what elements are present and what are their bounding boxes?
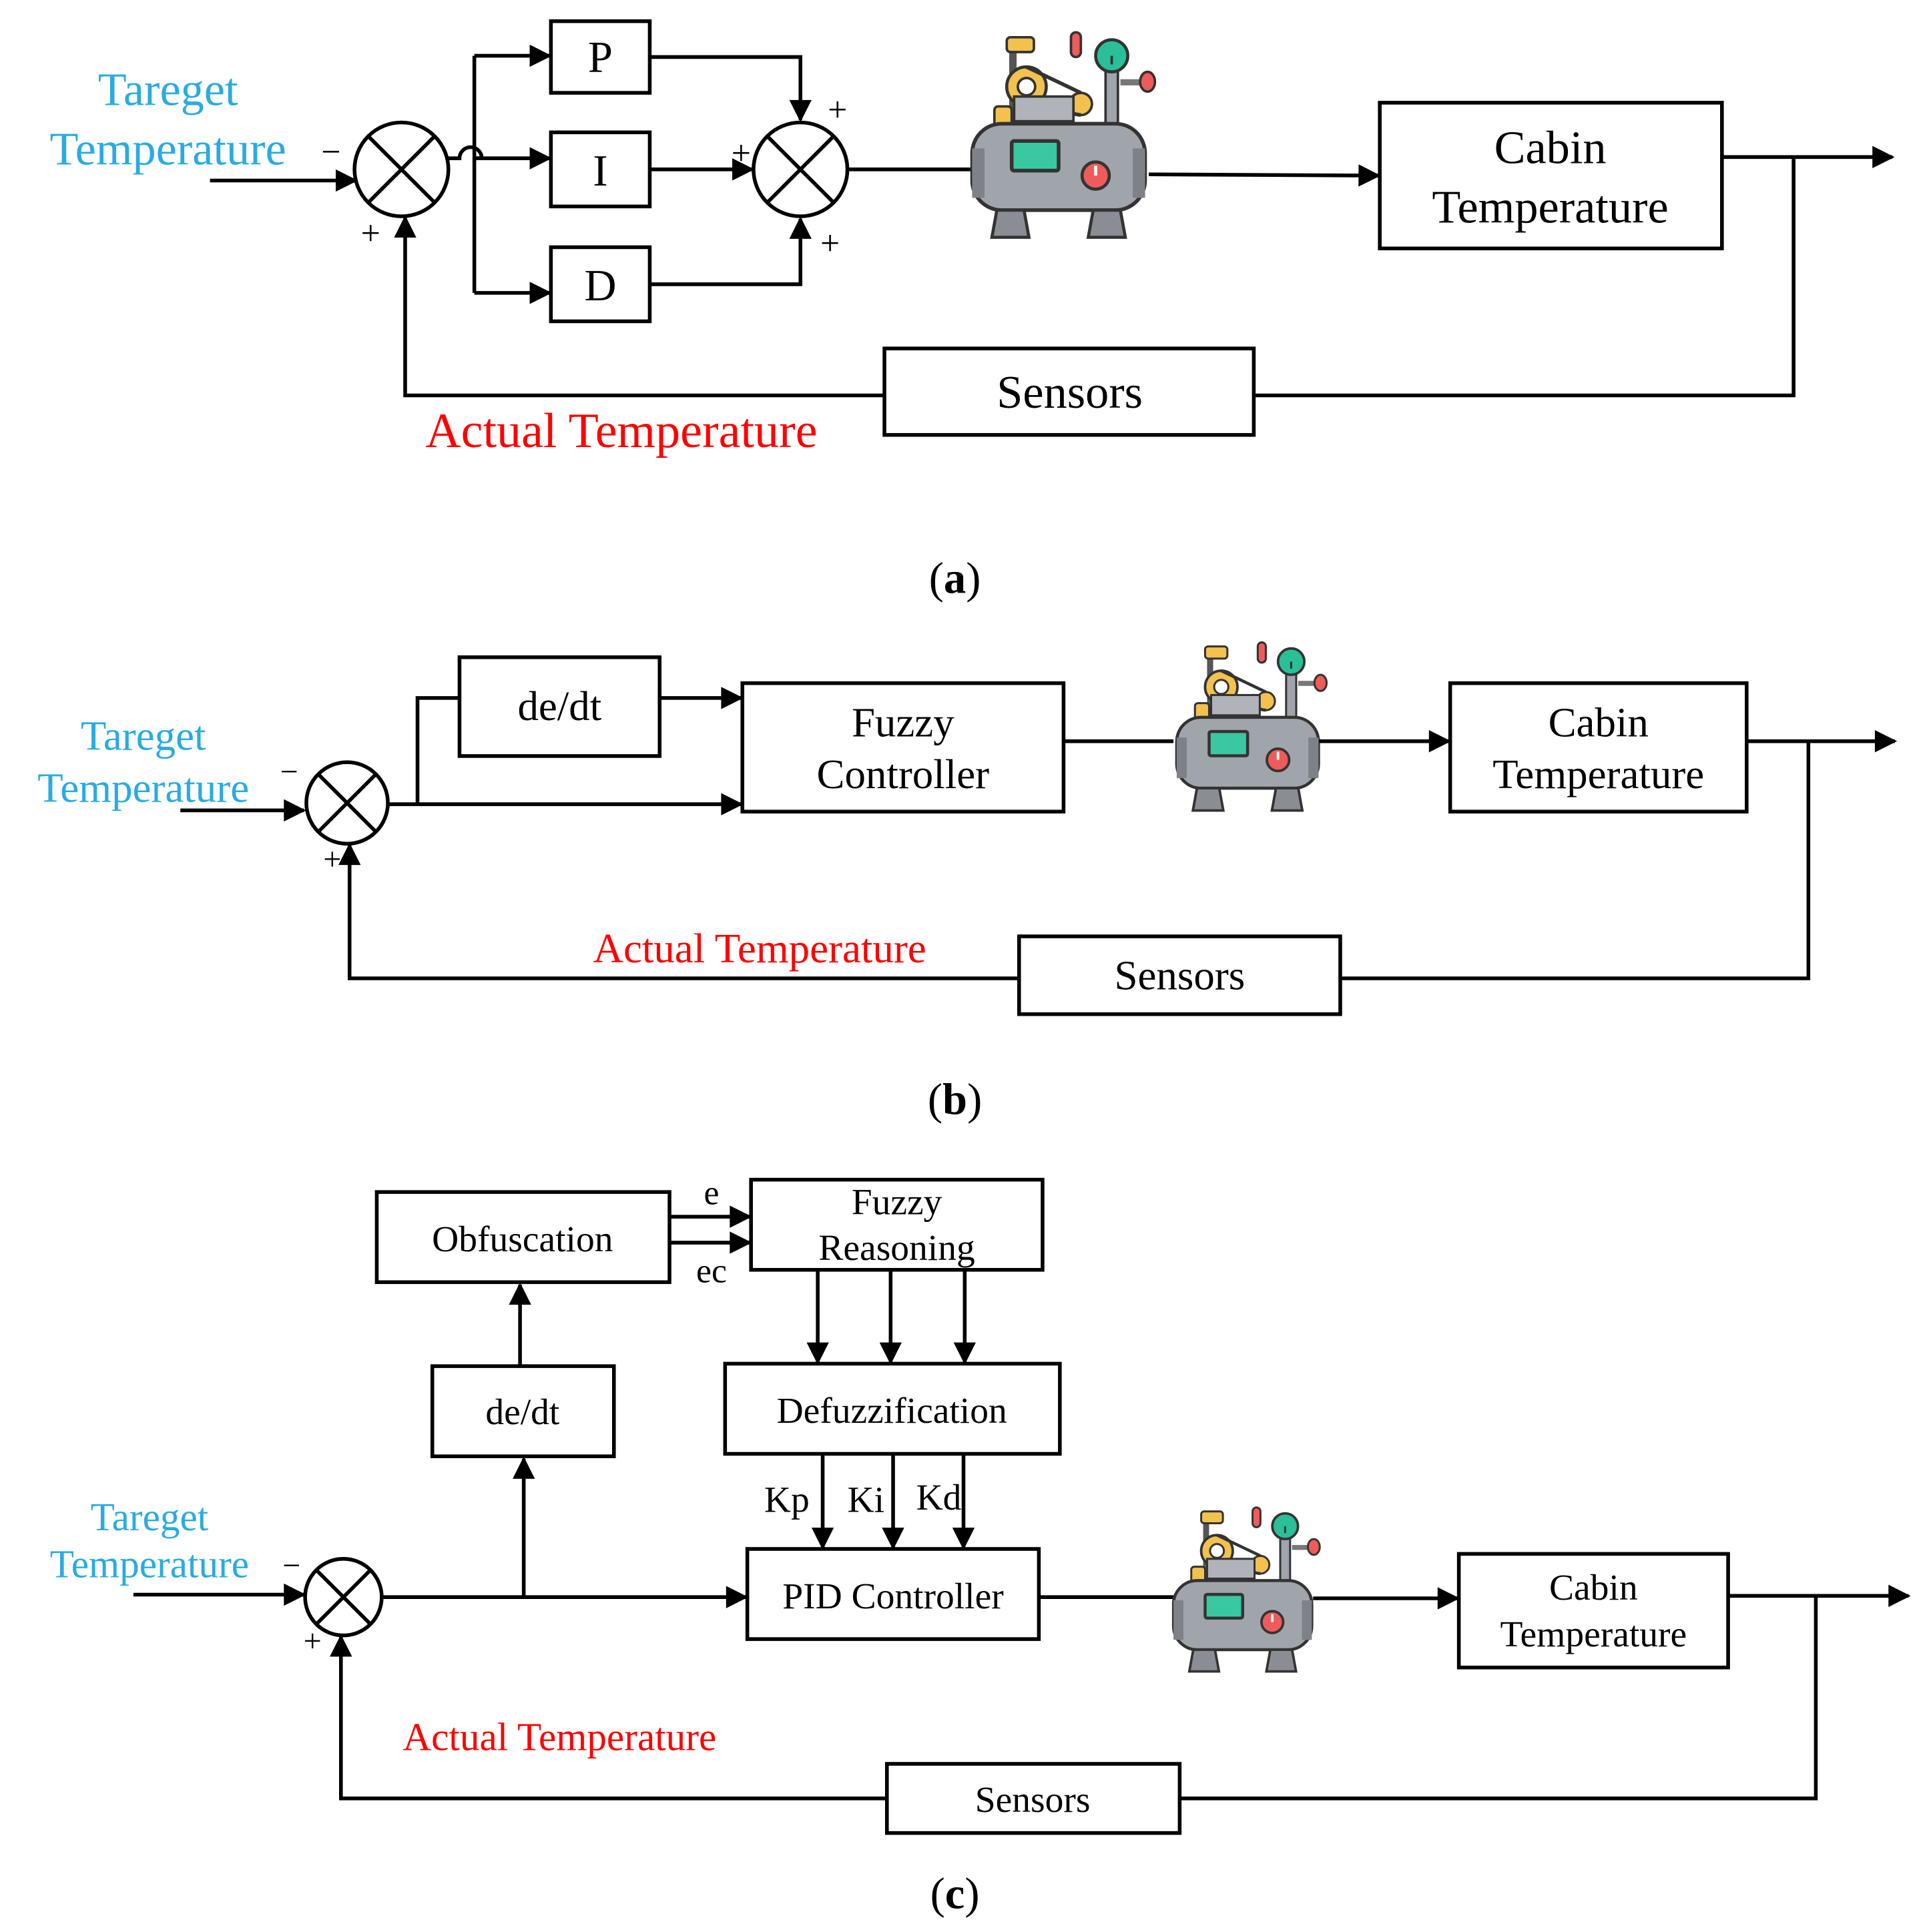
panel-a-plus-sign: + (361, 215, 380, 253)
panel-a-sensors-block (882, 346, 1256, 437)
panel-b-cabin-label-line1: Cabin (1549, 699, 1649, 745)
panel-c-obfuscation-block (374, 1190, 671, 1285)
panel-a-target-label-line1: Tareget (98, 64, 238, 116)
panel-c-air-compressor-icon (1173, 1508, 1320, 1672)
panel-c-obfuscation-label: Obfuscation (432, 1219, 613, 1260)
panel-b-minus-sign: − (280, 754, 298, 789)
panel-c-target-label-line2: Temperature (50, 1542, 249, 1586)
panel-c-minus-sign: − (282, 1548, 300, 1584)
panel-c-plus-sign: + (304, 1624, 322, 1659)
panel-b-plus-sign: + (323, 842, 341, 877)
panel-a-target-label-line2: Temperature (50, 123, 286, 175)
panel-c-kp-label: Kp (764, 1480, 810, 1520)
panel-b-target-label-line1: Tareget (81, 713, 206, 759)
panel-b-sensors-label: Sensors (1114, 952, 1245, 999)
panel-a-d-label: D (584, 262, 616, 310)
panel-a-p-label: P (588, 33, 613, 82)
panel-c-fuzzy-reasoning-block (749, 1177, 1045, 1272)
panel-b-fuzzy-label-line1: Fuzzy (852, 699, 954, 745)
panel-b-target-label-line2: Temperature (37, 764, 249, 811)
panel-a-air-compressor-icon (972, 32, 1155, 237)
panel-a: Tareget Temperature − + P I D + + (50, 19, 1895, 603)
panel-c-cabin-temperature-block (1456, 1552, 1730, 1670)
panel-c-fuzzy-label-line1: Fuzzy (852, 1182, 942, 1223)
panel-c-sensors-label: Sensors (975, 1780, 1091, 1821)
panel-b-dedt-label: de/dt (517, 683, 601, 729)
panel-a-caption: (a) (929, 555, 981, 603)
panel-c-cabin-label-line2: Temperature (1500, 1614, 1687, 1655)
panel-a-summing-junction-1 (352, 120, 451, 218)
panel-a-actual-temperature-label: Actual Temperature (425, 404, 817, 458)
panel-c-ki-label: Ki (848, 1480, 885, 1520)
panel-c-pid-controller-block (745, 1547, 1041, 1641)
panel-b-feedback-line (338, 842, 1019, 980)
panel-b-caption: (b) (928, 1076, 982, 1124)
panel-b-cabin-temperature-block (1448, 681, 1749, 814)
panel-a-cabin-label-line1: Cabin (1494, 122, 1607, 174)
panel-a-branch-wire (448, 145, 484, 160)
panel-b-fuzzy-controller-block (740, 681, 1066, 814)
panel-b-actual-temperature-label: Actual Temperature (593, 925, 926, 972)
panel-c-pid-label: PID Controller (782, 1576, 1003, 1617)
panel-a-i-label: I (593, 147, 607, 196)
panel-a-cabin-label-line2: Temperature (1432, 181, 1668, 233)
panel-a-plus-bottom: + (820, 225, 840, 263)
panel-b-cabin-label-line2: Temperature (1492, 751, 1704, 797)
panel-c-dedt-block (430, 1364, 616, 1458)
panel-c-target-label-line1: Tareget (91, 1495, 209, 1539)
panel-a-sensors-label: Sensors (997, 366, 1143, 418)
panel-b-sensors-block (1017, 934, 1342, 1016)
panel-c-cabin-label-line1: Cabin (1549, 1568, 1638, 1608)
panel-c-caption: (c) (930, 1870, 980, 1919)
panel-c-kd-label: Kd (916, 1478, 962, 1518)
panel-a-cabin-temperature-block (1378, 101, 1724, 251)
panel-b-dedt-block (457, 655, 662, 758)
panel-b-summing-junction (304, 760, 390, 846)
panel-c-feedback-line (330, 1634, 887, 1801)
panel-a-plus-left: + (732, 134, 751, 172)
panel-c-defuzzification-label: Defuzzification (777, 1391, 1007, 1431)
panel-a-minus-sign: − (321, 133, 340, 172)
panel-b: Tareget Temperature − + de/dt Fuzzy Cont… (37, 643, 1898, 1124)
panel-b-air-compressor-icon (1177, 643, 1327, 811)
panel-c-actual-temperature-label: Actual Temperature (402, 1715, 716, 1759)
panel-c-summing-junction (303, 1557, 384, 1638)
panel-b-fuzzy-label-line2: Controller (817, 751, 990, 797)
panel-a-plus-top: + (828, 91, 847, 129)
panel-c-e-label: e (704, 1175, 719, 1213)
panel-c-dedt-label: de/dt (485, 1392, 560, 1433)
panel-c-fuzzy-label-line2: Reasoning (818, 1228, 975, 1269)
panel-a-summing-junction-2 (752, 120, 850, 218)
panel-c: Obfuscation e ec Fuzzy Reasoning Defuzzi… (50, 1175, 1911, 1919)
panel-a-feedback-line (394, 215, 885, 398)
panel-c-ec-label: ec (696, 1252, 727, 1290)
